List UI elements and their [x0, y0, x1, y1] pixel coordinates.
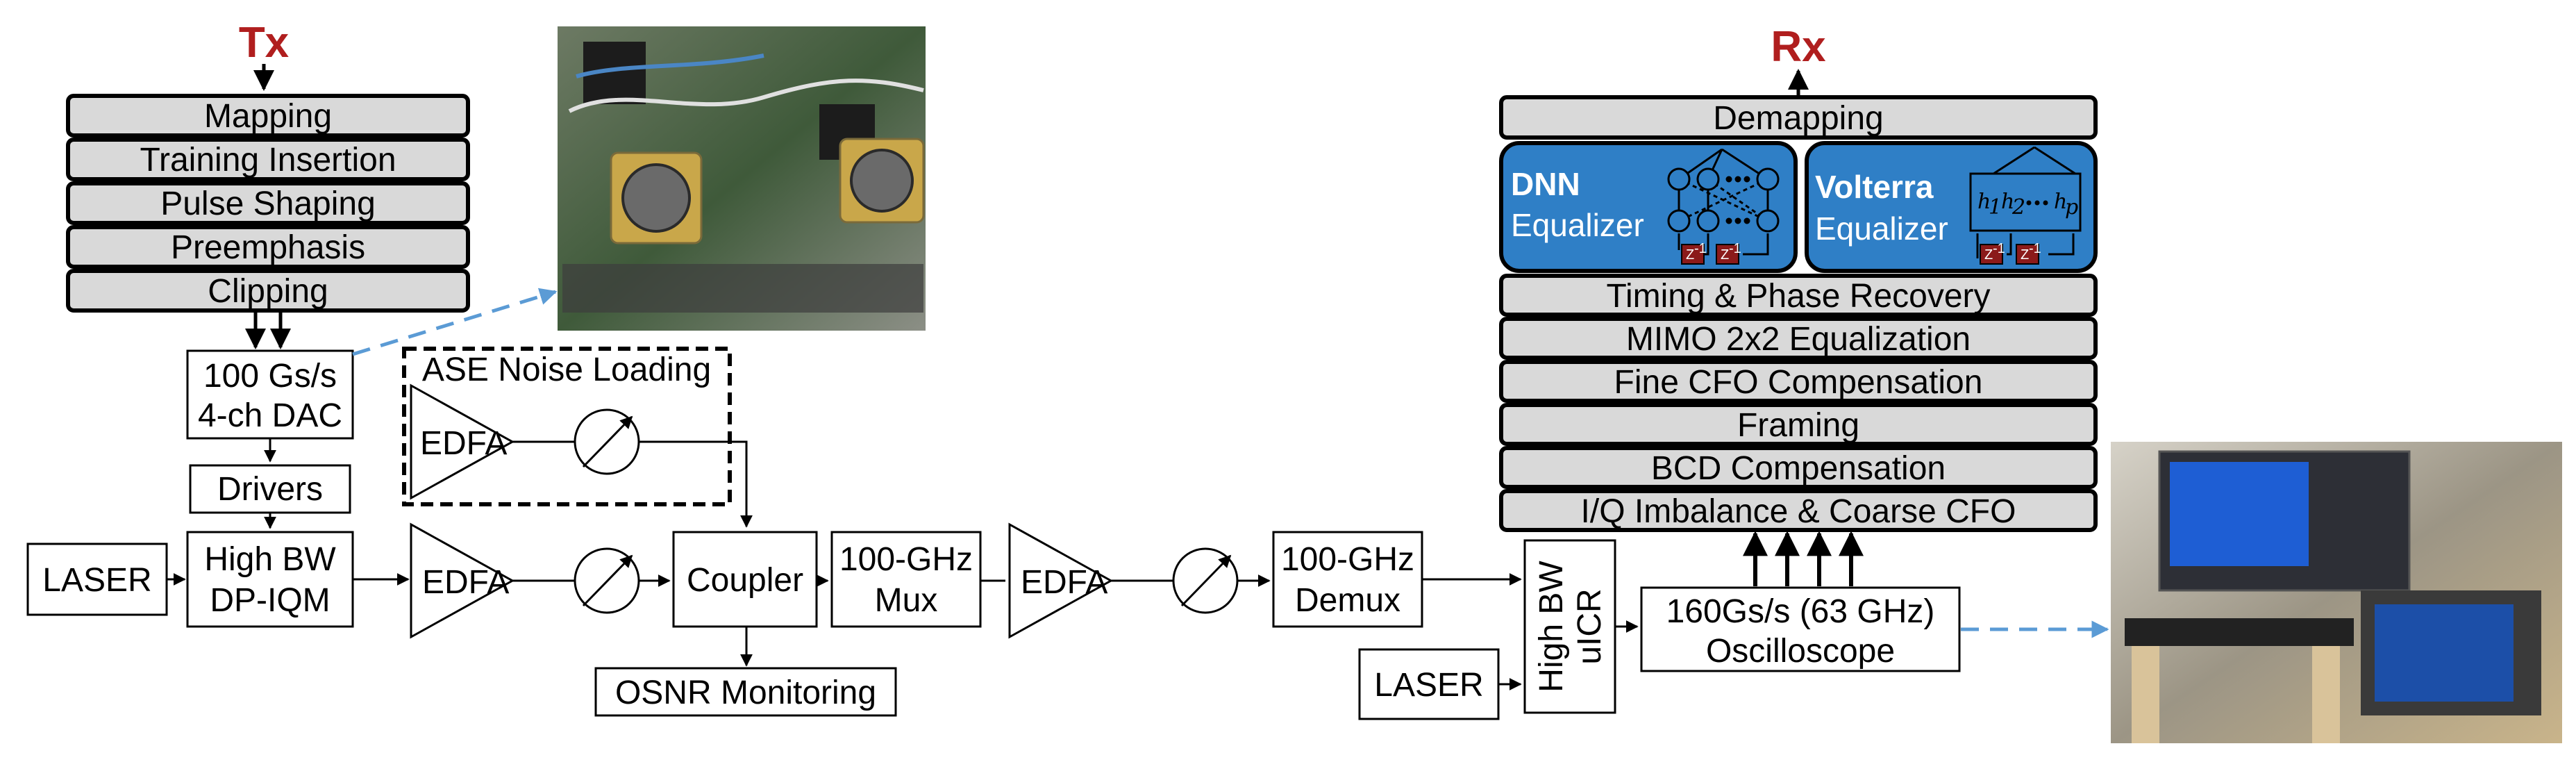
mux-line1: 100-GHz: [839, 541, 973, 578]
volterra-h2: h: [2001, 190, 2014, 214]
rx-block-label: Demapping: [1713, 100, 1883, 137]
oscilloscope-block: 160Gs/s (63 GHz) Oscilloscope: [1640, 586, 1961, 672]
demux-line2: Demux: [1295, 582, 1400, 619]
osnr-label: OSNR Monitoring: [615, 674, 876, 711]
edfa-2: EDFA: [1008, 522, 1114, 639]
edfa1-label: EDFA: [422, 564, 509, 601]
z-superscript: -1: [2029, 241, 2041, 256]
rx-block-label: Fine CFO Compensation: [1614, 364, 1983, 401]
dac-block: 100 Gs/s 4-ch DAC: [186, 349, 354, 440]
tx-block-training-insertion: Training Insertion: [66, 138, 470, 181]
volterra-h2-sub: 2: [2012, 195, 2025, 220]
ase-edfa-label: EDFA: [420, 425, 507, 462]
volterra-h1: h: [1977, 190, 1991, 214]
volterra-equalizer: Volterra Equalizer h 1 h 2 h p Z -1 Z: [1805, 141, 2098, 273]
dnn-equalizer: DNN Equalizer: [1499, 141, 1798, 273]
rx-lab-photo: [2111, 442, 2562, 743]
rx-block-label: Framing: [1737, 407, 1859, 444]
rx-block-iq-imbalance-coarse-cfo: I/Q Imbalance & Coarse CFO: [1499, 489, 2098, 532]
tx-block-mapping: Mapping: [66, 94, 470, 138]
drivers-block: Drivers: [189, 464, 351, 514]
rx-block-label: MIMO 2x2 Equalization: [1626, 321, 1971, 358]
edfa-1: EDFA: [410, 522, 515, 639]
icr-block: High BW uICR: [1523, 539, 1616, 714]
volterra-kernel-icon: h 1 h 2 h p: [1969, 146, 2082, 258]
ase-coupler-line: [639, 440, 753, 528]
ase-noise-loading-group: ASE Noise Loading EDFA: [402, 347, 732, 506]
tx-block-label: Mapping: [204, 98, 332, 135]
dnn-name: DNN: [1511, 166, 1580, 202]
mux-line2: Mux: [875, 582, 938, 619]
volterra-label: Equalizer: [1815, 210, 1948, 247]
laser-rx-block: LASER: [1358, 648, 1500, 720]
iqm-line2: DP-IQM: [210, 582, 330, 619]
dac-line2: 4-ch DAC: [198, 397, 342, 434]
rx-dsp-stack: Timing & Phase Recovery MIMO 2x2 Equaliz…: [1499, 274, 2098, 532]
voa-2: [1172, 547, 1239, 614]
z-superscript: -1: [1993, 241, 2005, 256]
laser-tx-label: LASER: [42, 562, 151, 599]
osnr-block: OSNR Monitoring: [594, 667, 897, 717]
volterra-delay-2: Z -1: [2016, 241, 2041, 265]
tx-dsp-stack: Mapping Training Insertion Pulse Shaping…: [66, 94, 470, 313]
rx-block-framing: Framing: [1499, 403, 2098, 446]
coupler-label: Coupler: [687, 562, 803, 599]
dnn-delay-1: Z -1: [1681, 241, 1707, 265]
dac-photo-link: [352, 288, 558, 356]
rx-block-timing-phase-recovery: Timing & Phase Recovery: [1499, 274, 2098, 317]
edfa2-label: EDFA: [1021, 564, 1107, 601]
z-label: Z: [1686, 247, 1694, 263]
icr-line2: uICR: [1571, 588, 1608, 664]
z-label: Z: [2021, 247, 2029, 263]
tx-block-pulse-shaping: Pulse Shaping: [66, 181, 470, 225]
z-label: Z: [1984, 247, 1993, 263]
icr-line1: High BW: [1533, 561, 1570, 693]
tx-block-label: Pulse Shaping: [160, 185, 376, 222]
demux-block: 100-GHz Demux: [1272, 531, 1423, 628]
scope-line1: 160Gs/s (63 GHz): [1666, 593, 1935, 630]
laser-tx-block: LASER: [26, 542, 168, 616]
tx-block-label: Training Insertion: [140, 142, 396, 179]
tx-title: Tx: [239, 19, 290, 67]
dnn-network-icon: [1667, 148, 1780, 256]
voa-1: [574, 547, 640, 614]
tx-block-preemphasis: Preemphasis: [66, 225, 470, 269]
volterra-h1-sub: 1: [1989, 195, 2002, 220]
tx-block-label: Clipping: [208, 273, 328, 310]
tx-block-label: Preemphasis: [171, 229, 365, 266]
rx-block-label: Timing & Phase Recovery: [1606, 278, 1990, 315]
demux-line1: 100-GHz: [1281, 541, 1414, 578]
laser-rx-label: LASER: [1374, 667, 1483, 704]
tx-block-clipping: Clipping: [66, 269, 470, 313]
rx-block-mimo-equalization: MIMO 2x2 Equalization: [1499, 317, 2098, 360]
coupler-block: Coupler: [672, 531, 818, 628]
rx-block-fine-cfo: Fine CFO Compensation: [1499, 360, 2098, 403]
z-superscript: -1: [1694, 241, 1707, 256]
z-superscript: -1: [1729, 241, 1741, 256]
dac-line1: 100 Gs/s: [203, 358, 337, 395]
rx-block-label: BCD Compensation: [1651, 450, 1946, 487]
scope-line2: Oscilloscope: [1706, 633, 1895, 670]
z-label: Z: [1721, 247, 1729, 263]
mux-block: 100-GHz Mux: [830, 531, 982, 628]
rx-title: Rx: [1771, 23, 1826, 71]
volterra-name: Volterra: [1815, 169, 1934, 205]
rx-block-label: I/Q Imbalance & Coarse CFO: [1581, 493, 2016, 530]
iqm-block: High BW DP-IQM: [186, 531, 354, 628]
tx-hardware-photo: [558, 26, 926, 331]
dnn-delay-2: Z -1: [1716, 241, 1741, 265]
ase-voa: [574, 408, 640, 475]
volterra-hp-sub: p: [2065, 195, 2078, 220]
drivers-label: Drivers: [217, 471, 323, 508]
dnn-label: Equalizer: [1511, 207, 1644, 243]
volterra-delay-1: Z -1: [1980, 241, 2005, 265]
ase-title: ASE Noise Loading: [422, 351, 711, 388]
volterra-hp: h: [2054, 190, 2067, 214]
iqm-line1: High BW: [204, 541, 336, 578]
rx-block-bcd-compensation: BCD Compensation: [1499, 446, 2098, 489]
rx-block-demapping: Demapping: [1499, 95, 2098, 140]
